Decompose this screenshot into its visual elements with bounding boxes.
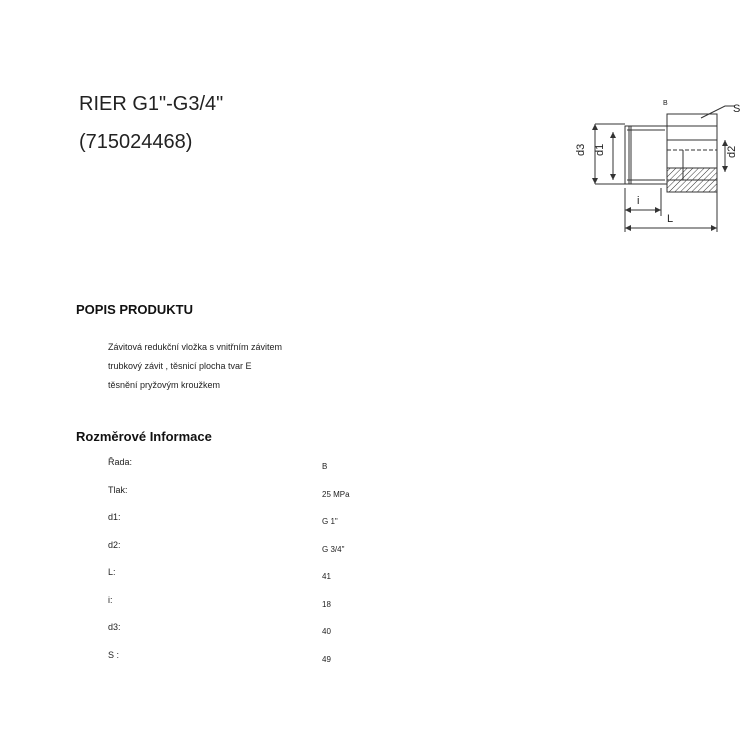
- drawing-label-i: i: [637, 195, 639, 207]
- dim-label-d2: d2:: [108, 540, 121, 550]
- dim-label-d1: d1:: [108, 512, 121, 522]
- dim-value-series: B: [322, 462, 328, 471]
- dim-label-pressure: Tlak:: [108, 485, 128, 495]
- dim-label-d3: d3:: [108, 622, 121, 632]
- technical-drawing: B S d3 d1 d2 i L: [575, 100, 740, 232]
- drawing-label-l: L: [667, 213, 673, 225]
- dim-label-s: S :: [108, 650, 120, 660]
- drawing-label-d3: d3: [575, 144, 587, 156]
- product-title: RIER G1"-G3/4": [79, 93, 224, 115]
- dim-label-l: L:: [108, 567, 116, 577]
- description-text: Závitová redukční vložka s vnitřním závi…: [108, 338, 282, 395]
- drawing-label-d2: d2: [726, 146, 738, 158]
- dimensions-heading: Rozměrové Informace: [76, 429, 212, 444]
- description-line: těsnění pryžovým kroužkem: [108, 380, 221, 390]
- dim-value-i: 18: [322, 600, 331, 609]
- description-heading: POPIS PRODUKTU: [76, 302, 194, 317]
- dim-value-d3: 40: [322, 627, 331, 636]
- dim-value-l: 41: [322, 572, 331, 581]
- dim-value-pressure: 25 MPa: [322, 490, 350, 499]
- dim-label-series: Řada:: [108, 457, 133, 467]
- dim-label-i: i:: [108, 595, 113, 605]
- drawing-label-series: B: [663, 100, 668, 107]
- dim-value-s: 49: [322, 655, 331, 664]
- description-line: Závitová redukční vložka s vnitřním závi…: [108, 342, 283, 352]
- dim-value-d2: G 3/4": [322, 545, 345, 554]
- drawing-label-d1: d1: [594, 144, 606, 156]
- description-line: trubkový závit , těsnicí plocha tvar E: [108, 361, 252, 371]
- drawing-label-s: S: [733, 103, 740, 115]
- product-code: (715024468): [79, 131, 193, 153]
- dim-value-d1: G 1": [322, 517, 338, 526]
